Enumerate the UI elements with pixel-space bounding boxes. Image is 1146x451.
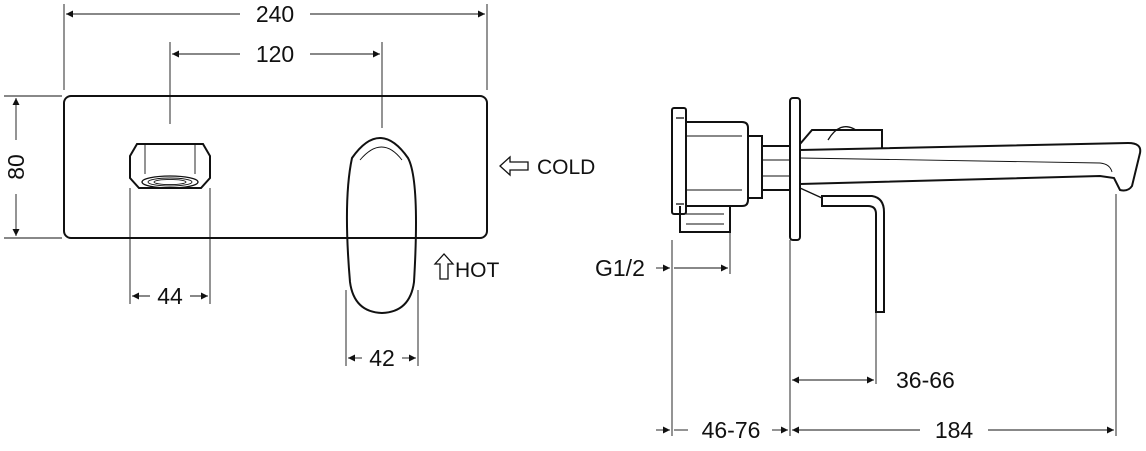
hot-arrow-icon bbox=[433, 253, 455, 280]
lever-handle bbox=[345, 137, 417, 315]
dim-height-80: 80 bbox=[3, 154, 29, 180]
dim-handle-42: 42 bbox=[369, 345, 395, 371]
front-view: 240 120 80 44 42 COLD HOT bbox=[3, 1, 595, 371]
dim-thread-g12: G1/2 bbox=[595, 255, 645, 281]
dim-width-240: 240 bbox=[256, 1, 294, 27]
label-hot: HOT bbox=[455, 259, 500, 282]
dim-outlet-44: 44 bbox=[157, 283, 183, 309]
label-cold: COLD bbox=[537, 156, 595, 179]
cold-arrow-icon bbox=[499, 155, 529, 177]
valve-body bbox=[671, 107, 791, 233]
lever-side bbox=[821, 195, 885, 313]
spout bbox=[799, 141, 1142, 192]
dim-spacing-120: 120 bbox=[256, 41, 294, 67]
wall-plate bbox=[789, 97, 801, 241]
cover-plate bbox=[63, 95, 488, 239]
side-view: G1/2 36-66 46-76 184 bbox=[595, 97, 1142, 443]
spout-outlet bbox=[129, 143, 211, 189]
dim-wall-depth: 46-76 bbox=[702, 417, 761, 443]
dim-handle-depth: 36-66 bbox=[896, 367, 955, 393]
dim-spout-reach: 184 bbox=[935, 417, 974, 443]
